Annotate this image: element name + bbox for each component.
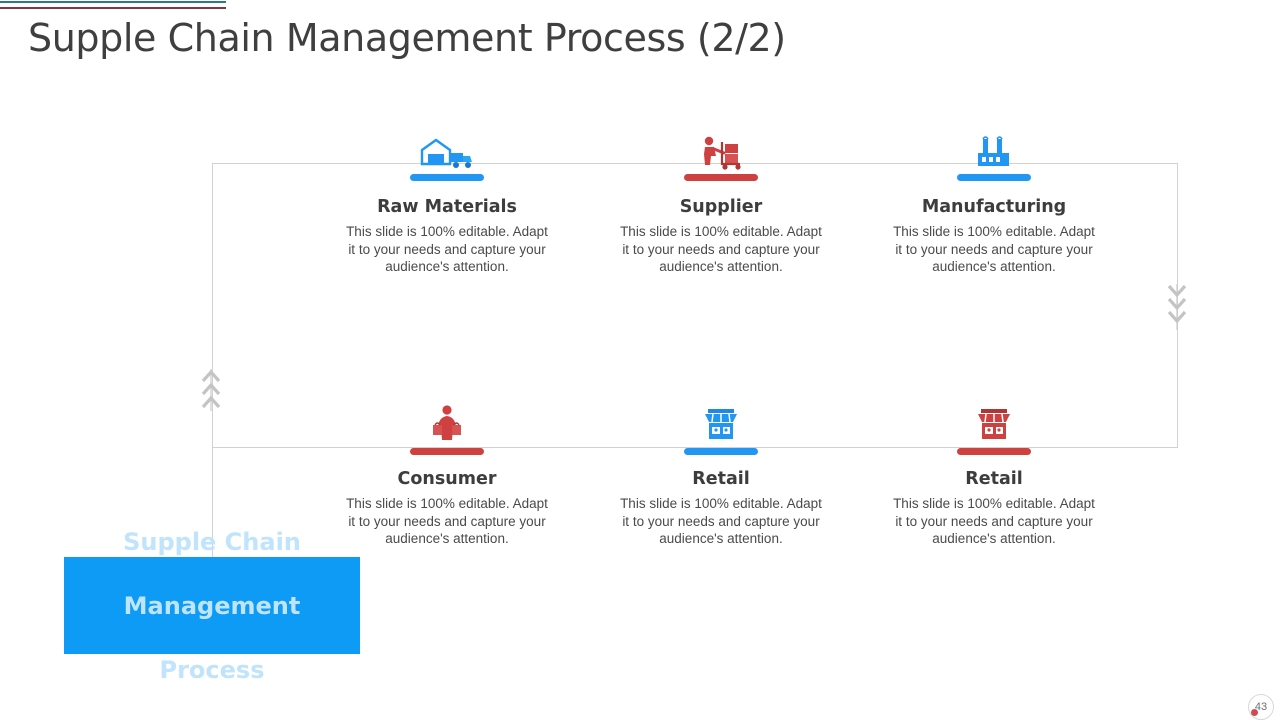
- step-underbar: [684, 448, 758, 455]
- process-step-manufacturing[interactable]: Manufacturing This slide is 100% editabl…: [874, 124, 1114, 276]
- callout-line-2: Management: [123, 591, 301, 620]
- chevron-down-group: [1166, 284, 1188, 330]
- step-body: This slide is 100% editable. Adapt it to…: [893, 224, 1095, 274]
- step-body: This slide is 100% editable. Adapt it to…: [620, 496, 822, 546]
- storefront-icon: [601, 398, 841, 444]
- callout-line-3: Process: [159, 655, 265, 684]
- process-step-retail-2[interactable]: Retail This slide is 100% editable. Adap…: [874, 398, 1114, 548]
- step-title: Retail: [692, 469, 750, 489]
- step-title: Consumer: [397, 469, 497, 489]
- step-underbar: [684, 174, 758, 181]
- page-badge-dot: [1251, 709, 1258, 716]
- step-title: Retail: [965, 469, 1023, 489]
- step-body: This slide is 100% editable. Adapt it to…: [346, 224, 548, 274]
- step-title: Raw Materials: [377, 197, 517, 217]
- page-title: Supple Chain Management Process (2/2): [28, 16, 786, 60]
- step-underbar: [410, 448, 484, 455]
- process-step-consumer[interactable]: Consumer This slide is 100% editable. Ad…: [327, 398, 567, 548]
- shopper-person-icon: [327, 398, 567, 444]
- process-step-raw-materials[interactable]: Raw Materials This slide is 100% editabl…: [327, 124, 567, 276]
- step-body: This slide is 100% editable. Adapt it to…: [893, 496, 1095, 546]
- top-accent-line-maroon: [0, 7, 226, 9]
- step-underbar: [410, 174, 484, 181]
- step-title: Supplier: [679, 197, 763, 217]
- factory-icon: [874, 124, 1114, 170]
- callout-line-1: Supple Chain: [123, 527, 301, 556]
- worker-handtruck-icon: [601, 124, 841, 170]
- step-underbar: [957, 174, 1031, 181]
- storefront-icon: [874, 398, 1114, 444]
- process-step-retail-1[interactable]: Retail This slide is 100% editable. Adap…: [601, 398, 841, 548]
- step-title: Manufacturing: [921, 197, 1067, 217]
- process-connector-tail: [212, 448, 213, 560]
- step-body: This slide is 100% editable. Adapt it to…: [620, 224, 822, 274]
- step-body: This slide is 100% editable. Adapt it to…: [346, 496, 548, 546]
- warehouse-truck-icon: [327, 124, 567, 170]
- top-accent-line-teal: [0, 1, 226, 3]
- step-underbar: [957, 448, 1031, 455]
- process-step-supplier[interactable]: Supplier This slide is 100% editable. Ad…: [601, 124, 841, 276]
- page-number-badge: 43: [1248, 694, 1274, 720]
- chevron-up-group: [200, 369, 222, 411]
